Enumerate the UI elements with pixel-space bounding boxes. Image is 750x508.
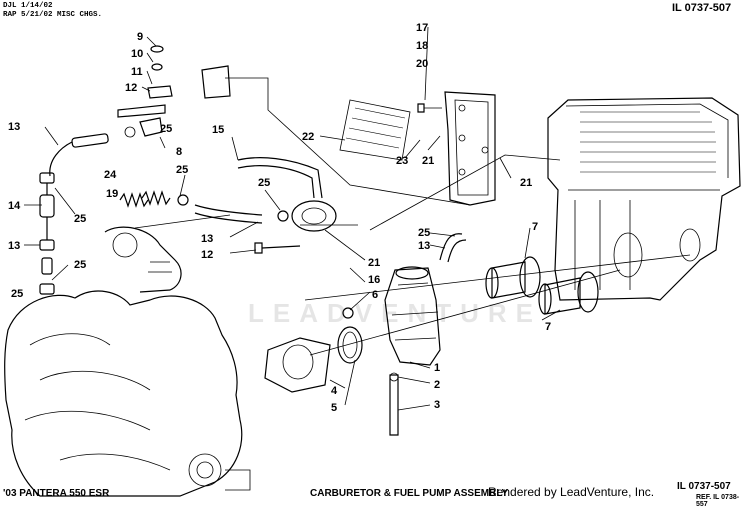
- callout-21-right: 21: [520, 177, 532, 189]
- callout-17: 17: [416, 22, 428, 34]
- callout-12-top: 12: [125, 82, 137, 94]
- callout-25-mid: 25: [176, 164, 188, 176]
- callout-25-left: 25: [74, 213, 86, 225]
- frame-tube: [339, 99, 411, 161]
- air-intake-boots: [485, 256, 599, 315]
- carburetor: [384, 233, 467, 436]
- callout-5: 5: [331, 402, 337, 414]
- watermark: LEADVENTURE: [248, 298, 543, 328]
- diagram-title: CARBURETOR & FUEL PUMP ASSEMBLY: [310, 488, 509, 499]
- callout-25-low: 25: [74, 259, 86, 271]
- revision-note: RAP 5/21/02 MISC CHGS.: [3, 11, 103, 19]
- callout-18: 18: [416, 40, 428, 52]
- callout-25-pump: 25: [258, 177, 270, 189]
- callout-19: 19: [106, 188, 118, 200]
- callout-numbers: 9 10 11 12 13 14 13 25 25 8 25 24 19 15 …: [8, 22, 551, 414]
- callout-11: 11: [131, 66, 143, 78]
- callout-13-carb: 13: [418, 240, 430, 252]
- callout-6: 6: [372, 289, 378, 301]
- callout-4: 4: [331, 385, 338, 397]
- model-name: '03 PANTERA 550 ESR: [3, 488, 110, 499]
- callout-23: 23: [396, 155, 408, 167]
- fuel-line-assembly: [39, 133, 109, 295]
- illustration-number-top: IL 0737-507: [672, 2, 732, 14]
- engine-crankcase: [4, 226, 251, 497]
- callout-25-bottom-left: 25: [11, 288, 23, 300]
- callout-15: 15: [212, 124, 224, 136]
- callout-8: 8: [176, 146, 182, 158]
- fuel-pump: [194, 157, 337, 254]
- callout-7-top: 7: [532, 221, 538, 233]
- callout-16: 16: [368, 274, 380, 286]
- callout-2: 2: [434, 379, 440, 391]
- callout-7-bottom: 7: [545, 321, 551, 333]
- callout-21-carb: 21: [368, 257, 380, 269]
- air-silencer-box: [547, 97, 741, 301]
- rendered-by-credit: Rendered by LeadVenture, Inc.: [488, 485, 655, 499]
- callout-25-carb: 25: [418, 227, 430, 239]
- callout-13-pump: 13: [201, 233, 213, 245]
- shutoff-valve: [117, 45, 231, 138]
- callout-9: 9: [137, 31, 143, 43]
- callout-3: 3: [434, 399, 440, 411]
- callout-13-mid: 13: [8, 240, 20, 252]
- callout-25-top: 25: [160, 123, 172, 135]
- intake-flange: [264, 307, 363, 393]
- callout-20: 20: [416, 58, 428, 70]
- springs-and-clamps: [119, 190, 289, 222]
- callout-14: 14: [8, 200, 21, 212]
- illustration-number-bottom: IL 0737-507: [677, 481, 731, 492]
- callout-10: 10: [131, 48, 143, 60]
- reference-illustration: REF. IL 0738-557: [696, 494, 740, 508]
- callout-22: 22: [302, 131, 314, 143]
- drafter-initials-date: DJL 1/14/02: [3, 2, 53, 10]
- leader-lines: [24, 26, 561, 411]
- callout-13-top: 13: [8, 121, 20, 133]
- callout-12-pump: 12: [201, 249, 213, 261]
- callout-1: 1: [434, 362, 440, 374]
- callout-21-bracket: 21: [422, 155, 434, 167]
- callout-24: 24: [104, 169, 117, 181]
